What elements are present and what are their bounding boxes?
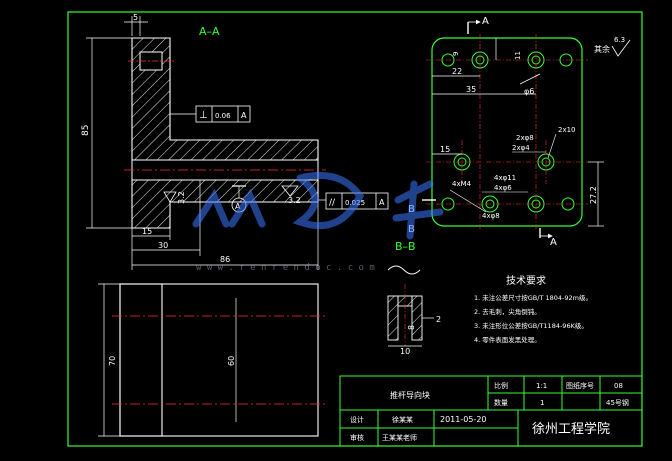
tb-drawing-no-value: 08 — [614, 382, 623, 390]
dim-8: 8 — [407, 325, 416, 330]
par-symbol: // — [329, 198, 336, 208]
tech-title: 技术要求 — [506, 274, 546, 287]
dim-70: 70 — [108, 356, 117, 366]
tb-part-name: 推杆导向块 — [390, 390, 430, 400]
callout-4x-phi6: 4xφ6 — [494, 184, 512, 192]
tech-item-2: 2. 去毛刺，尖角倒钝。 — [474, 307, 541, 316]
tb-checker-name: 王某某老师 — [382, 433, 417, 442]
tb-designer-name: 徐某某 — [392, 415, 413, 424]
side-view: 70 60 — [98, 283, 328, 437]
perp-datum: A — [241, 111, 247, 120]
watermark-logo — [192, 171, 444, 240]
callout-4xM4: 4xM4 — [452, 180, 472, 188]
perp-symbol: ⊥ — [199, 110, 208, 121]
tb-scale-label: 比例 — [494, 381, 508, 390]
tech-item-4: 4. 零件表面发黑处理。 — [474, 335, 541, 344]
dim-15: 15 — [142, 227, 152, 236]
bb-section-left — [387, 295, 399, 341]
title-block-frame — [339, 375, 643, 447]
tb-qty-value: 1 — [540, 399, 544, 407]
watermark: w w w . r e n r e n d o c . c o m — [192, 171, 444, 273]
dim-35: 35 — [466, 85, 476, 94]
plate-centerlines — [426, 34, 588, 230]
callout-4x-phi8: 4xφ8 — [482, 212, 500, 220]
callout-leader-2 — [547, 133, 557, 159]
dim-15b: 15 — [440, 145, 450, 154]
callout-leader-4 — [449, 189, 487, 213]
tb-school: 徐州工程学院 — [532, 421, 610, 437]
roughness-mark-2 — [281, 185, 299, 197]
rest-roughness-label: 其余 — [594, 44, 610, 54]
par-datum: A — [379, 198, 385, 207]
section-bb-view: B–B 2 8 10 — [387, 240, 441, 356]
dim-2: 2 — [436, 315, 441, 324]
cut-a-bot-label: A — [550, 237, 557, 248]
rest-roughness-value: 6.3 — [614, 36, 625, 44]
tech-requirements: 技术要求 1. 未注公差尺寸按GB/T 1804-92m级。 2. 去毛刺，尖角… — [474, 274, 592, 344]
datum-a-letter: A — [235, 202, 241, 211]
dim-9: 9 — [452, 52, 460, 56]
roughness-3.2-b: 3.2 — [288, 196, 301, 205]
title-block-text: 推杆导向块 比例 1:1 图纸序号 08 数量 1 45号钢 设计 徐某某 20… — [350, 381, 629, 442]
tb-drawing-no-label: 图纸序号 — [566, 381, 594, 390]
bb-break-line — [387, 265, 421, 275]
dim-30: 30 — [158, 241, 168, 250]
perp-frame — [195, 105, 251, 123]
tb-scale-value: 1:1 — [536, 382, 547, 390]
tb-checker-label: 审核 — [350, 433, 364, 442]
side-flange — [119, 283, 163, 437]
dim-6-leader — [519, 73, 541, 85]
tech-item-1: 1. 未注公差尺寸按GB/T 1804-92m级。 — [474, 293, 592, 302]
watermark-url: w w w . r e n r e n d o c . c o m — [196, 263, 375, 273]
dim-27.2: 27.2 — [589, 186, 598, 204]
callout-2x-phi4: 2xφ4 — [512, 144, 530, 152]
section-aa-view: A–A 5 85 15 30 86 — [81, 13, 389, 270]
side-outline — [119, 283, 319, 437]
callout-2x-phi8: 2xφ8 — [516, 134, 534, 142]
title-block — [339, 375, 643, 447]
plate-outline — [431, 37, 583, 227]
section-aa-label: A–A — [199, 25, 220, 38]
section-bb-label: B–B — [395, 240, 416, 253]
callout-4x-phi11: 4xφ11 — [494, 174, 516, 182]
dim-11: 11 — [514, 51, 522, 60]
callout-2x10: 2x10 — [558, 126, 576, 134]
dim-86: 86 — [220, 255, 230, 264]
roughness-3.2-a: 3.2 — [177, 191, 186, 204]
tb-qty-label: 数量 — [494, 398, 508, 407]
plate-top-view: A A B B — [408, 16, 631, 248]
dim-60: 60 — [227, 356, 236, 366]
perp-value: 0.06 — [215, 112, 231, 120]
dim-85: 85 — [81, 125, 91, 136]
tb-date: 2011-05-20 — [440, 415, 487, 424]
dim-5: 5 — [133, 13, 138, 22]
dim-22: 22 — [452, 67, 462, 76]
tech-item-3: 3. 未注形位公差按GB/T1184-96K级。 — [474, 321, 588, 330]
cut-a-top-label: A — [482, 16, 489, 27]
dim-6: φ6 — [524, 87, 534, 96]
tb-designer-label: 设计 — [350, 415, 364, 424]
roughness-mark-1 — [163, 191, 177, 203]
dim-10: 10 — [400, 347, 410, 356]
bb-section-right — [411, 295, 423, 341]
tb-material-value: 45号钢 — [606, 398, 629, 407]
rest-roughness-mark — [611, 39, 631, 57]
